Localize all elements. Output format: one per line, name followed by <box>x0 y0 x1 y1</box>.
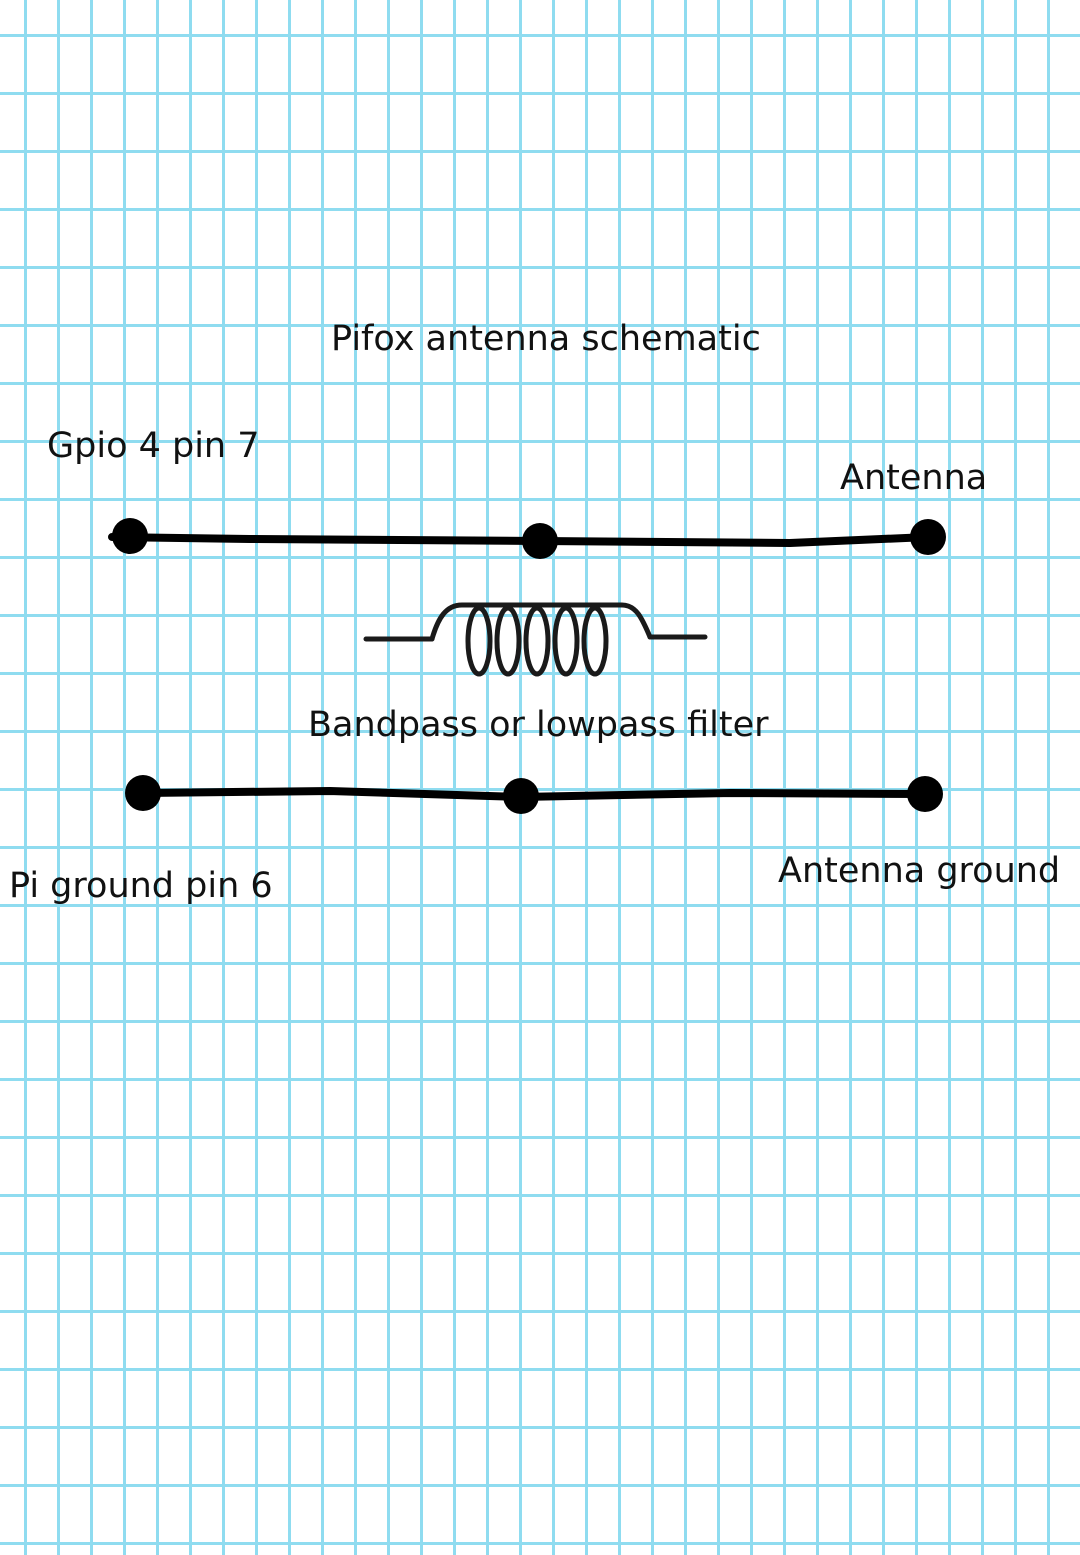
gpio-label: Gpio 4 pin 7 <box>47 426 260 466</box>
antenna-label: Antenna <box>840 458 988 498</box>
signal-junction-node-icon <box>522 523 558 559</box>
filter-label: Bandpass or lowpass filter <box>308 705 769 745</box>
ground-wire <box>125 775 943 814</box>
signal-wire <box>108 518 946 559</box>
inductor-coil-icon <box>363 602 708 677</box>
antenna-ground-node-icon <box>907 776 943 812</box>
ground-junction-node-icon <box>503 778 539 814</box>
pi-ground-label: Pi ground pin 6 <box>9 866 273 906</box>
pi-ground-node-icon <box>125 775 161 811</box>
diagram-title: Pifox antenna schematic <box>331 319 761 359</box>
antenna-ground-label: Antenna ground <box>778 851 1061 891</box>
antenna-node-icon <box>910 519 946 555</box>
gpio-node-icon <box>112 518 148 554</box>
